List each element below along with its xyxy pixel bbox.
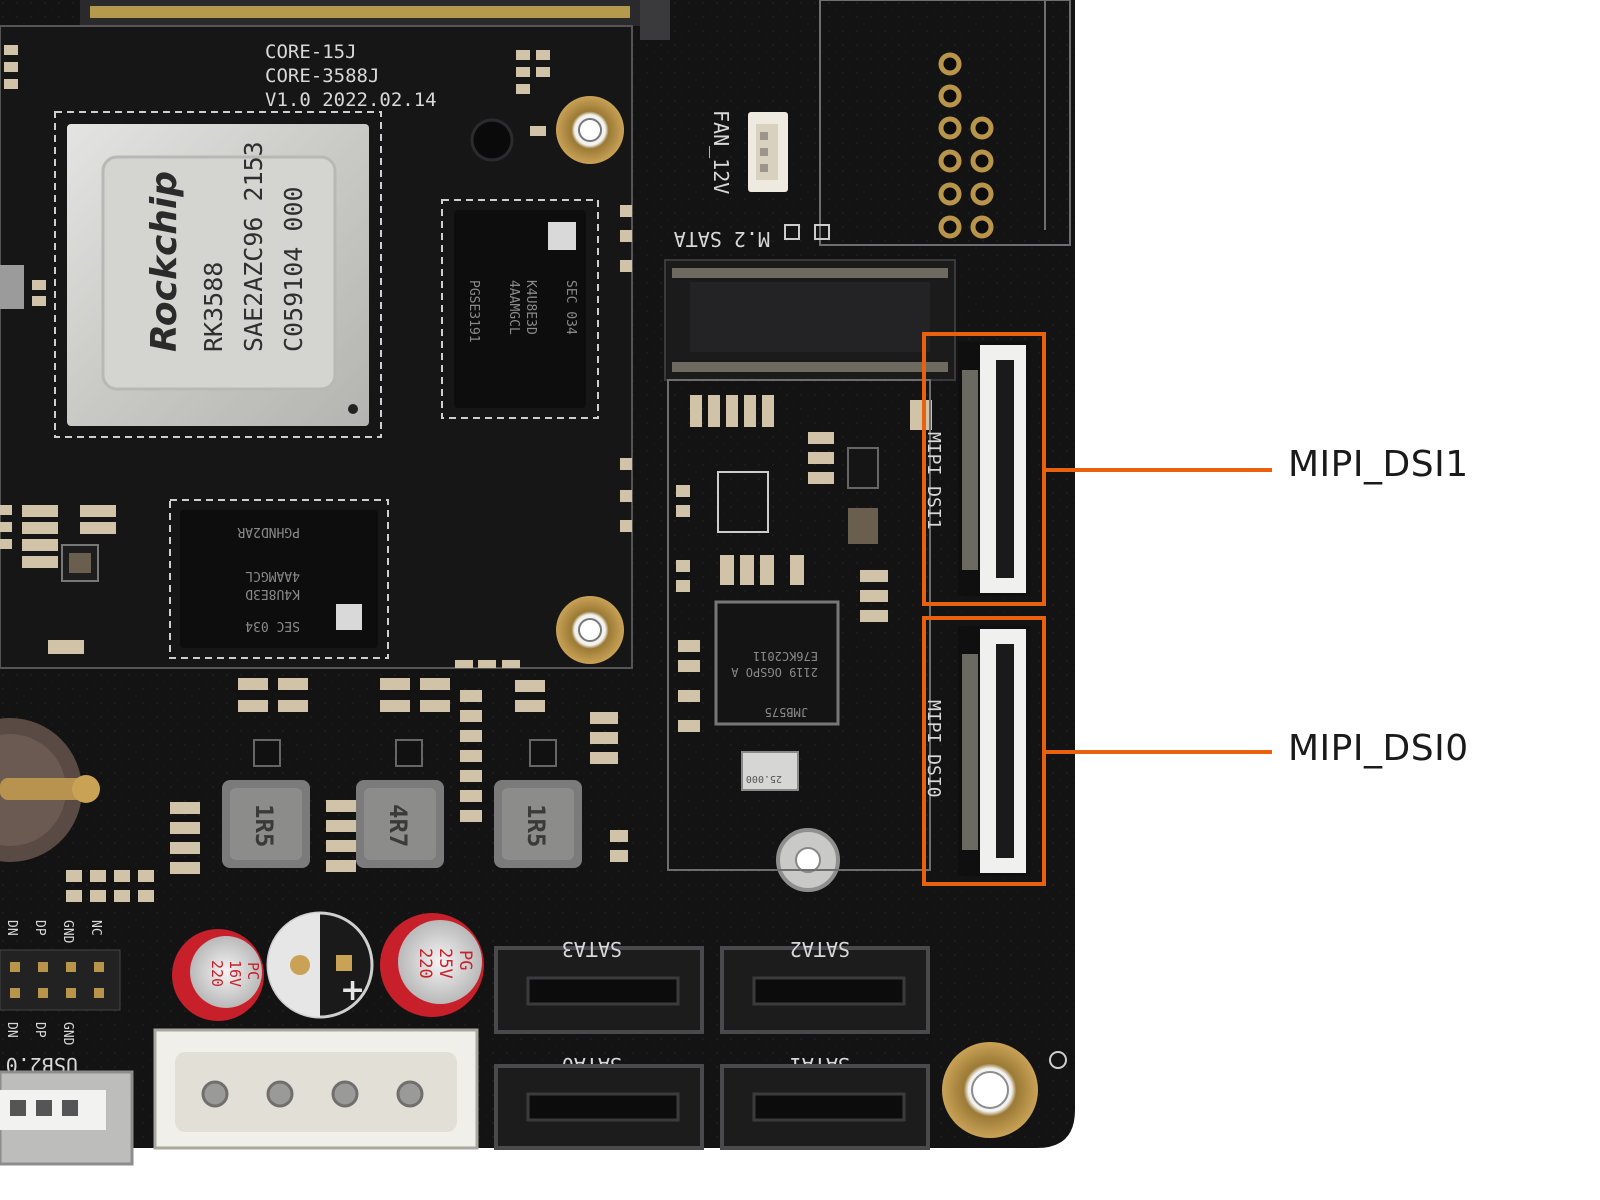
pin-header	[0, 949, 121, 1011]
cap1-line-3: PC	[244, 962, 262, 980]
pin-top-1: DN	[4, 920, 19, 936]
memory-chip-top	[454, 210, 586, 408]
mem-bottom-line-2: K4U8E3D	[245, 586, 300, 601]
mem-top-line-4: PGSE3191	[466, 280, 481, 343]
m2-label: M.2 SATA	[674, 227, 770, 251]
inductor-3-label: 1R5	[522, 804, 550, 847]
silk-sata2: SATA2	[790, 937, 850, 961]
soc-line-3: C059104 000	[279, 186, 308, 352]
inductors: 1R5 4R7 1R5	[222, 780, 582, 868]
controller-line-3: E76KC2011	[753, 649, 818, 663]
sata2-connector	[720, 946, 930, 1034]
smd-components-core	[0, 45, 632, 668]
pin-bottom-1: DN	[4, 1022, 19, 1038]
sata0-connector	[494, 1064, 704, 1150]
memory-chip-bottom	[180, 510, 378, 648]
mem-top-line-3: 4AAMGCL	[506, 280, 521, 335]
callout-label-mipi-dsi1: MIPI_DSI1	[1288, 444, 1469, 485]
pin-top-4: NC	[88, 920, 103, 936]
fan-label: FAN_12V	[709, 110, 733, 194]
pin-top-2: DP	[32, 920, 47, 936]
crystal	[741, 751, 799, 791]
inductor-2-label: 4R7	[384, 804, 412, 847]
cap-plus: +	[340, 973, 365, 1008]
core-label-line-1: CORE-15J	[265, 41, 357, 63]
silk-mipi-dsi0: MIPI_DSI0	[923, 700, 944, 798]
core-label-line-3: V1.0 2022.02.14	[265, 89, 437, 111]
controller-line-2: 2119 OGSPO A	[731, 665, 818, 679]
capacitor-2: 220 25V PG	[380, 913, 484, 1017]
sata1-connector	[720, 1064, 930, 1150]
cap1-line-1: 220	[208, 960, 226, 987]
silk-mipi-dsi1: MIPI_DSI1	[923, 432, 944, 530]
mem-bottom-line-1: SEC 034	[245, 618, 300, 633]
gold-pads	[938, 52, 994, 239]
cap2-line-1: 220	[415, 948, 435, 979]
mem-bottom-line-4: PGHND2AR	[237, 524, 300, 539]
mipi-dsi1-connector	[958, 342, 1030, 596]
sata3-connector	[494, 946, 704, 1034]
controller-line-1: JMB575	[765, 705, 808, 719]
mem-bottom-line-3: 4AAMGCL	[245, 568, 300, 583]
cap2-line-2: 25V	[435, 948, 455, 979]
callout-label-mipi-dsi0: MIPI_DSI0	[1288, 728, 1469, 769]
silk-sata3: SATA3	[562, 937, 622, 961]
pin-top-3: GND	[60, 920, 75, 944]
mem-top-line-1: SEC 034	[563, 280, 578, 335]
capacitor-center: +	[266, 911, 374, 1019]
mem-top-line-2: K4U8E3D	[523, 280, 538, 335]
cap2-line-3: PG	[455, 950, 475, 970]
core-label-line-2: CORE-3588J	[265, 65, 379, 87]
sata-controller-chip	[714, 600, 840, 726]
soc-line-1: RK3588	[199, 262, 228, 352]
mipi-dsi0-connector	[958, 626, 1030, 876]
crystal-label: 25.000	[746, 773, 782, 784]
soc-marking: Rockchip	[144, 171, 185, 352]
soc-line-2: SAE2AZC96 2153	[239, 141, 268, 352]
soc-brand: Rockchip	[144, 171, 185, 352]
pin-bottom-2: DP	[32, 1022, 47, 1038]
cap1-line-2: 16V	[226, 960, 244, 987]
pin-bottom-3: GND	[60, 1022, 75, 1046]
inductor-1-label: 1R5	[250, 804, 278, 847]
capacitor-1: 220 16V PC	[172, 929, 264, 1021]
core-label: CORE-15J CORE-3588J V1.0 2022.02.14	[265, 41, 437, 111]
